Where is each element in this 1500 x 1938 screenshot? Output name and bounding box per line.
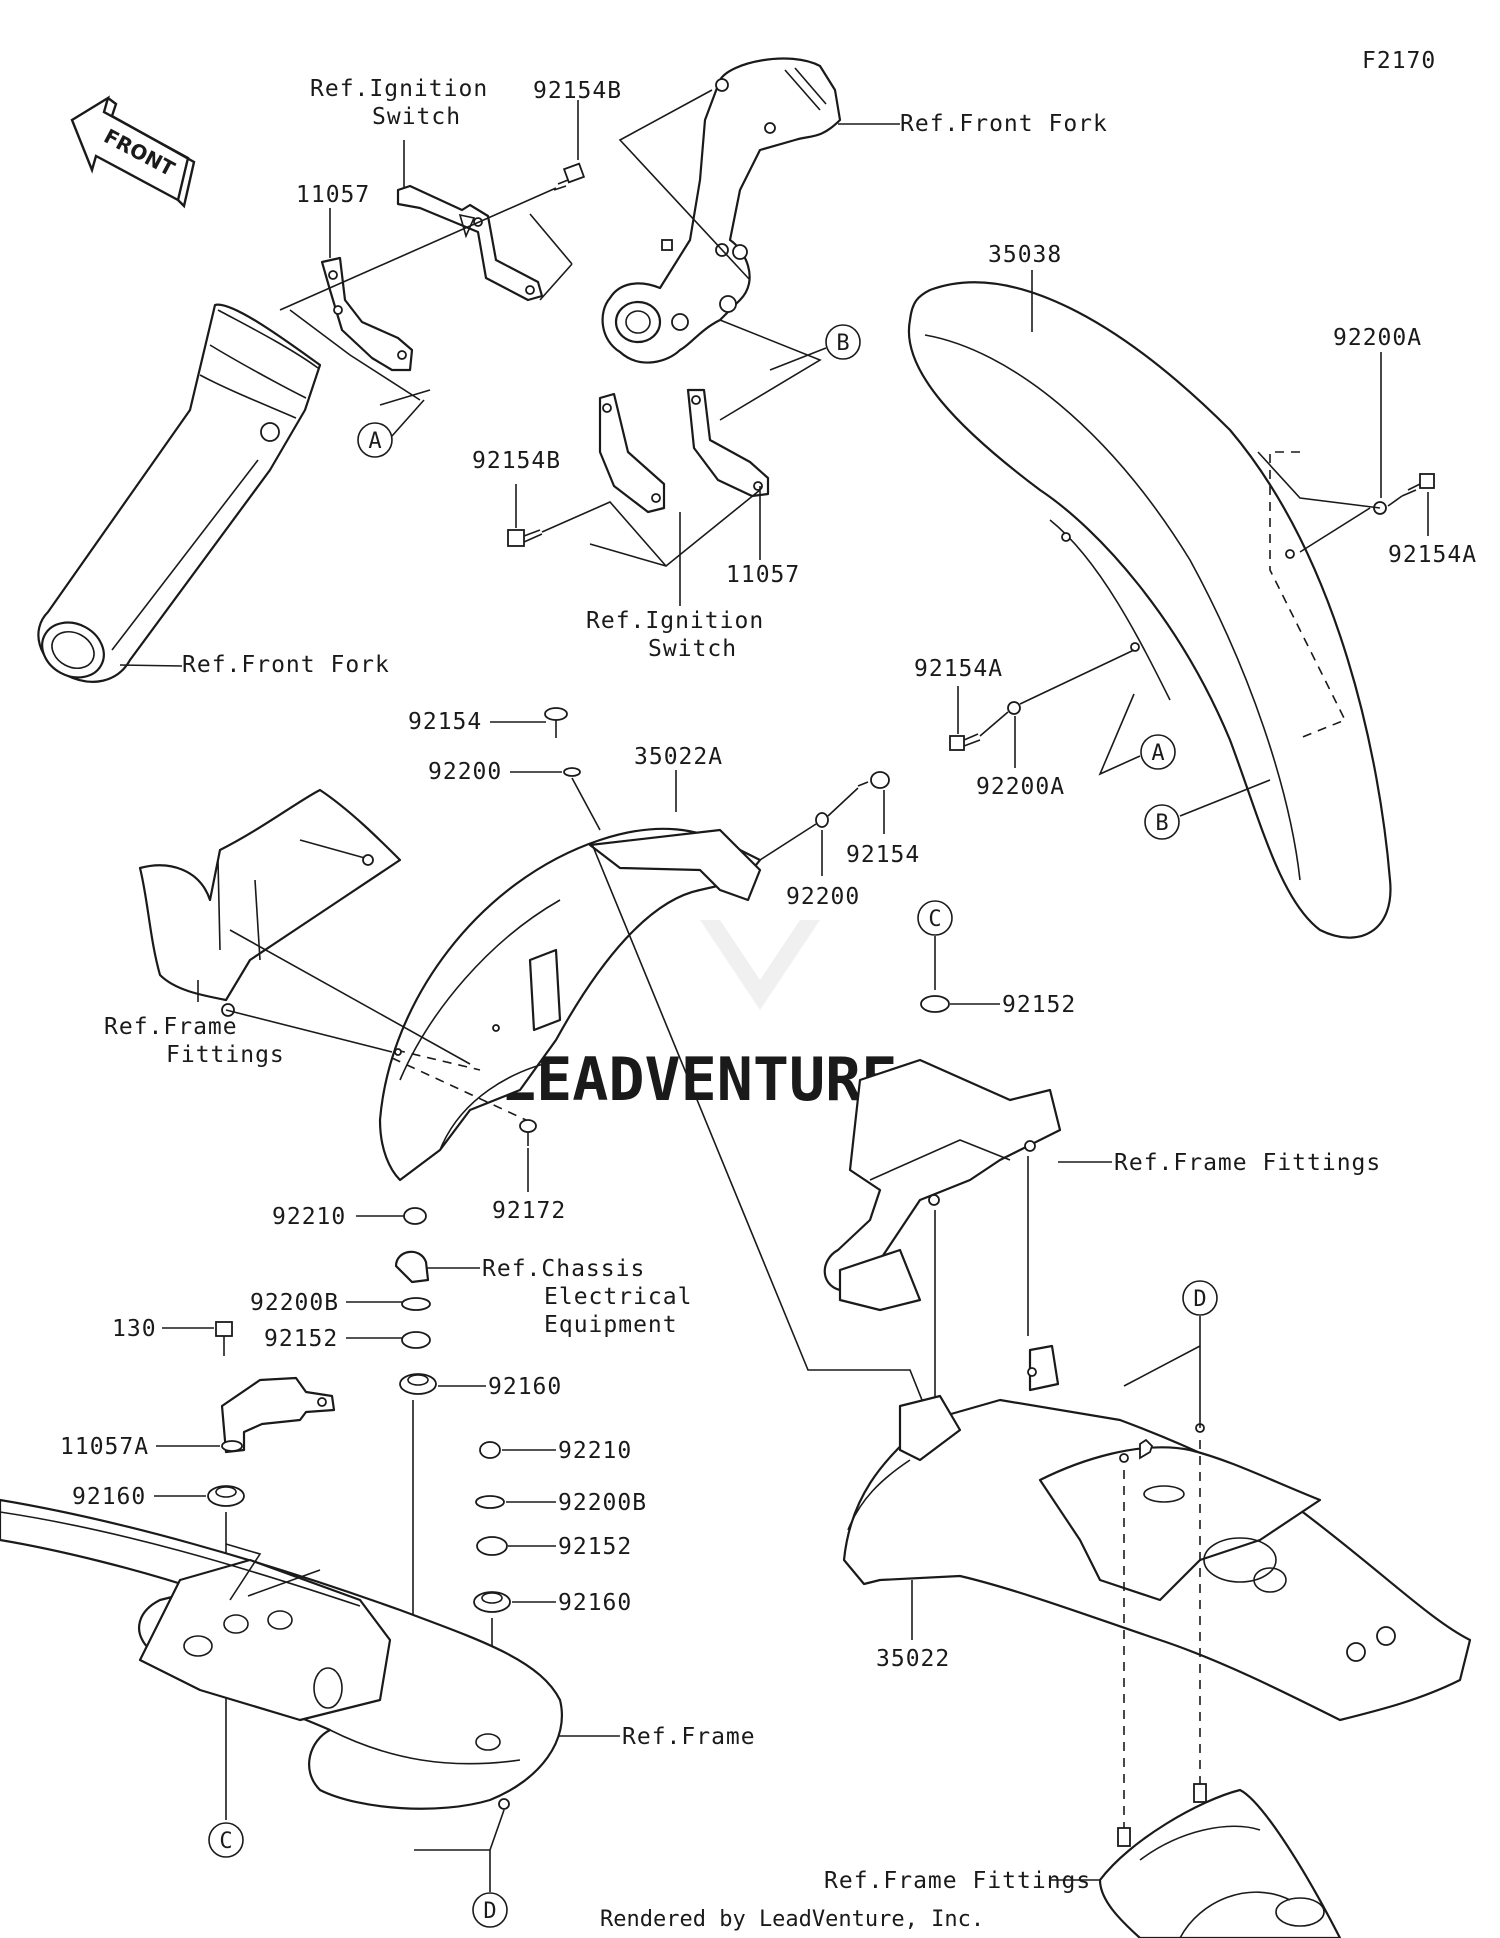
label-ref-frame-fittings-bottom: Ref.Frame Fittings — [824, 1868, 1091, 1894]
bracket-11057-top — [320, 256, 414, 372]
front-fork-upper-bracket — [601, 57, 842, 364]
part-92154-top: 92154 — [408, 709, 482, 735]
part-92210-b: 92210 — [558, 1438, 632, 1464]
part-35038: 35038 — [988, 242, 1062, 268]
part-92210-a: 92210 — [272, 1204, 346, 1230]
part-11057-mid: 11057 — [726, 562, 800, 588]
label-ref-ignition-mid-2: Switch — [648, 636, 737, 662]
part-92154A-left: 92154A — [914, 656, 1003, 682]
figure-code: F2170 — [1362, 48, 1436, 74]
label-ref-front-fork-top: Ref.Front Fork — [900, 111, 1108, 137]
bracket-11057-mid — [598, 388, 770, 514]
bolt-92154B-mid — [507, 529, 543, 547]
part-92200B-a: 92200B — [250, 1290, 339, 1316]
label-ref-frame-fittings-left-1: Ref.Frame — [104, 1014, 238, 1040]
callout-d-right: D — [1193, 1287, 1206, 1312]
part-92200B-b: 92200B — [558, 1490, 647, 1516]
part-11057A: 11057A — [60, 1434, 149, 1460]
callout-c-bottom: C — [219, 1829, 232, 1854]
frame-fittings-left — [138, 788, 402, 1017]
callout-a-top: A — [368, 429, 381, 454]
label-ref-chassis-2: Electrical — [544, 1284, 692, 1310]
label-ref-ignition-top-1: Ref.Ignition — [310, 76, 488, 102]
part-92152-b: 92152 — [558, 1534, 632, 1560]
inner-fender-35022A — [378, 827, 762, 1182]
part-92154B-mid: 92154B — [472, 448, 561, 474]
part-92160-left: 92160 — [72, 1484, 146, 1510]
frame-fittings-right — [823, 1058, 1062, 1312]
part-92200-top: 92200 — [428, 759, 502, 785]
part-92160-b: 92160 — [558, 1590, 632, 1616]
label-ref-front-fork-left: Ref.Front Fork — [182, 652, 390, 678]
part-92200A-right: 92200A — [1333, 325, 1422, 351]
part-92154-right: 92154 — [846, 842, 920, 868]
label-ref-ignition-top-2: Switch — [372, 104, 461, 130]
label-ref-chassis-3: Equipment — [544, 1312, 678, 1338]
callout-c-right: C — [928, 907, 941, 932]
label-ref-ignition-mid-1: Ref.Ignition — [586, 608, 764, 634]
part-92200-right: 92200 — [786, 884, 860, 910]
front-fork-left — [37, 303, 322, 683]
bolt-92172 — [519, 1119, 537, 1146]
part-92154B-top: 92154B — [533, 78, 622, 104]
callout-a-right: A — [1151, 741, 1164, 766]
part-92160-a: 92160 — [488, 1374, 562, 1400]
callout-d-bottom: D — [483, 1899, 496, 1924]
frame-bottom-left — [0, 1498, 563, 1810]
bolt-92154-top — [544, 707, 568, 738]
grommet-92160-b — [473, 1591, 511, 1613]
label-ref-frame: Ref.Frame — [622, 1724, 756, 1750]
grommet-92160-left — [207, 1485, 245, 1507]
grommet-92160-a — [399, 1373, 437, 1395]
part-130: 130 — [112, 1316, 157, 1342]
bolt-92154B-top — [553, 162, 586, 191]
footer-credit: Rendered by LeadVenture, Inc. — [600, 1907, 984, 1932]
part-11057-top: 11057 — [296, 182, 370, 208]
bolt-92154-right — [857, 771, 890, 789]
callout-b-right: B — [1155, 811, 1168, 836]
rear-fender-35022 — [842, 1344, 1472, 1722]
part-92200A-left: 92200A — [976, 774, 1065, 800]
front-fender-35038 — [907, 281, 1392, 939]
connector-chassis — [394, 1250, 430, 1284]
part-92172: 92172 — [492, 1198, 566, 1224]
part-35022: 35022 — [876, 1646, 950, 1672]
part-92152-c: 92152 — [1002, 992, 1076, 1018]
label-ref-frame-fittings-left-2: Fittings — [166, 1042, 285, 1068]
bolt-130 — [215, 1321, 233, 1356]
part-92154A-right: 92154A — [1388, 542, 1477, 568]
part-35022A: 35022A — [634, 744, 723, 770]
bolt-92154A-left — [949, 733, 981, 751]
nut-92210-a — [403, 1207, 427, 1225]
frame-fittings-bottom-right — [1098, 1783, 1342, 1938]
label-ref-chassis-1: Ref.Chassis — [482, 1256, 645, 1282]
label-ref-frame-fittings-right: Ref.Frame Fittings — [1114, 1150, 1381, 1176]
callout-b-top: B — [836, 331, 849, 356]
bracket-11057A — [220, 1376, 336, 1454]
part-92152-a: 92152 — [264, 1326, 338, 1352]
front-arrow-icon: FRONT — [70, 95, 196, 209]
bolt-92154A-right — [1401, 473, 1435, 497]
